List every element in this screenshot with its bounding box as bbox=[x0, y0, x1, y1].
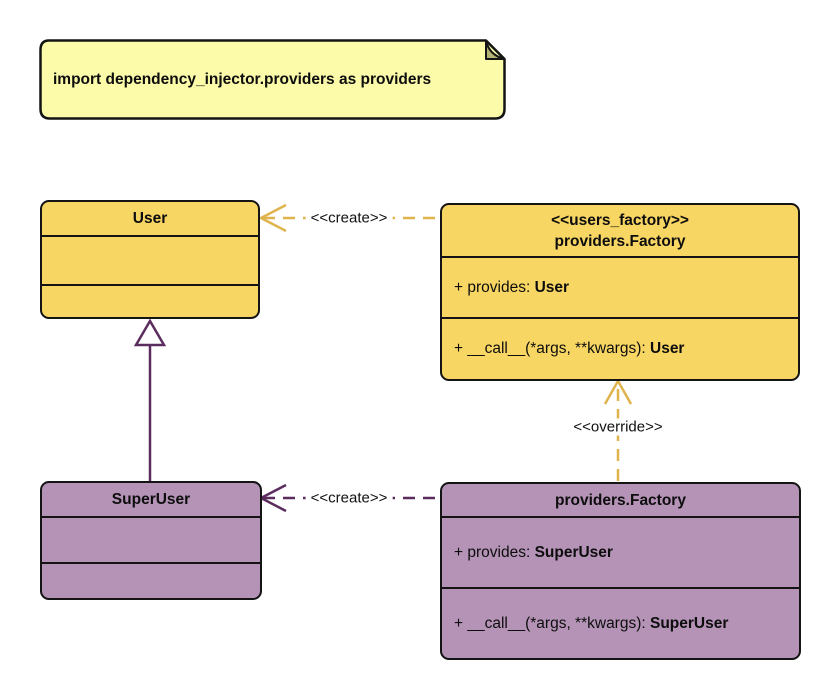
note-import-providers: import dependency_injector.providers as … bbox=[39, 39, 506, 120]
class-user-title: User bbox=[132, 210, 168, 227]
create-user-label: <<create>> bbox=[305, 209, 393, 227]
operation-call: + __call__(*args, **kwargs): User bbox=[442, 317, 798, 379]
note-fold-corner-icon bbox=[485, 39, 506, 60]
class-superuser: SuperUser bbox=[40, 481, 262, 600]
operation-label-text: + __call__(*args, **kwargs): bbox=[454, 340, 650, 357]
attribute-provides: + provides: SuperUser bbox=[442, 516, 799, 587]
attribute-provides: + provides: User bbox=[442, 256, 798, 317]
note-shape bbox=[39, 39, 506, 120]
class-users-factory: <<users_factory>> providers.Factory + pr… bbox=[440, 203, 800, 381]
attribute-type-text: SuperUser bbox=[534, 543, 613, 561]
class-superuser-factory-title: providers.Factory bbox=[555, 491, 686, 509]
override-label: <<override>> bbox=[568, 418, 668, 436]
class-superuser-title: SuperUser bbox=[111, 491, 191, 508]
create-superuser-label: <<create>> bbox=[305, 489, 393, 507]
class-superuser-attributes-compartment bbox=[42, 516, 260, 562]
operation-call: + __call__(*args, **kwargs): SuperUser bbox=[442, 587, 799, 658]
override-arrowhead-icon bbox=[603, 378, 633, 405]
attribute-type-text: User bbox=[534, 278, 570, 296]
class-users-factory-name: providers.Factory bbox=[554, 232, 686, 250]
operation-label-text: + __call__(*args, **kwargs): bbox=[454, 614, 650, 632]
inheritance-triangle-icon bbox=[133, 318, 167, 347]
note-body bbox=[39, 39, 506, 120]
create-user-arrowhead-icon bbox=[258, 203, 287, 233]
class-user: User bbox=[40, 200, 260, 319]
class-superuser-factory: providers.Factory + provides: SuperUser … bbox=[440, 482, 801, 660]
class-users-factory-title: <<users_factory>> providers.Factory bbox=[442, 205, 798, 256]
operation-type-text: SuperUser bbox=[650, 614, 729, 632]
class-superuser-operations-compartment bbox=[42, 562, 260, 598]
operation-type-text: User bbox=[650, 340, 685, 357]
attribute-label-text: + provides: bbox=[454, 543, 535, 561]
note-text: import dependency_injector.providers as … bbox=[53, 70, 432, 88]
class-users-factory-stereotype: <<users_factory>> bbox=[551, 211, 689, 229]
class-user-attributes-compartment bbox=[42, 235, 258, 284]
class-user-operations-compartment bbox=[42, 284, 258, 317]
attribute-label-text: + provides: bbox=[454, 278, 535, 296]
